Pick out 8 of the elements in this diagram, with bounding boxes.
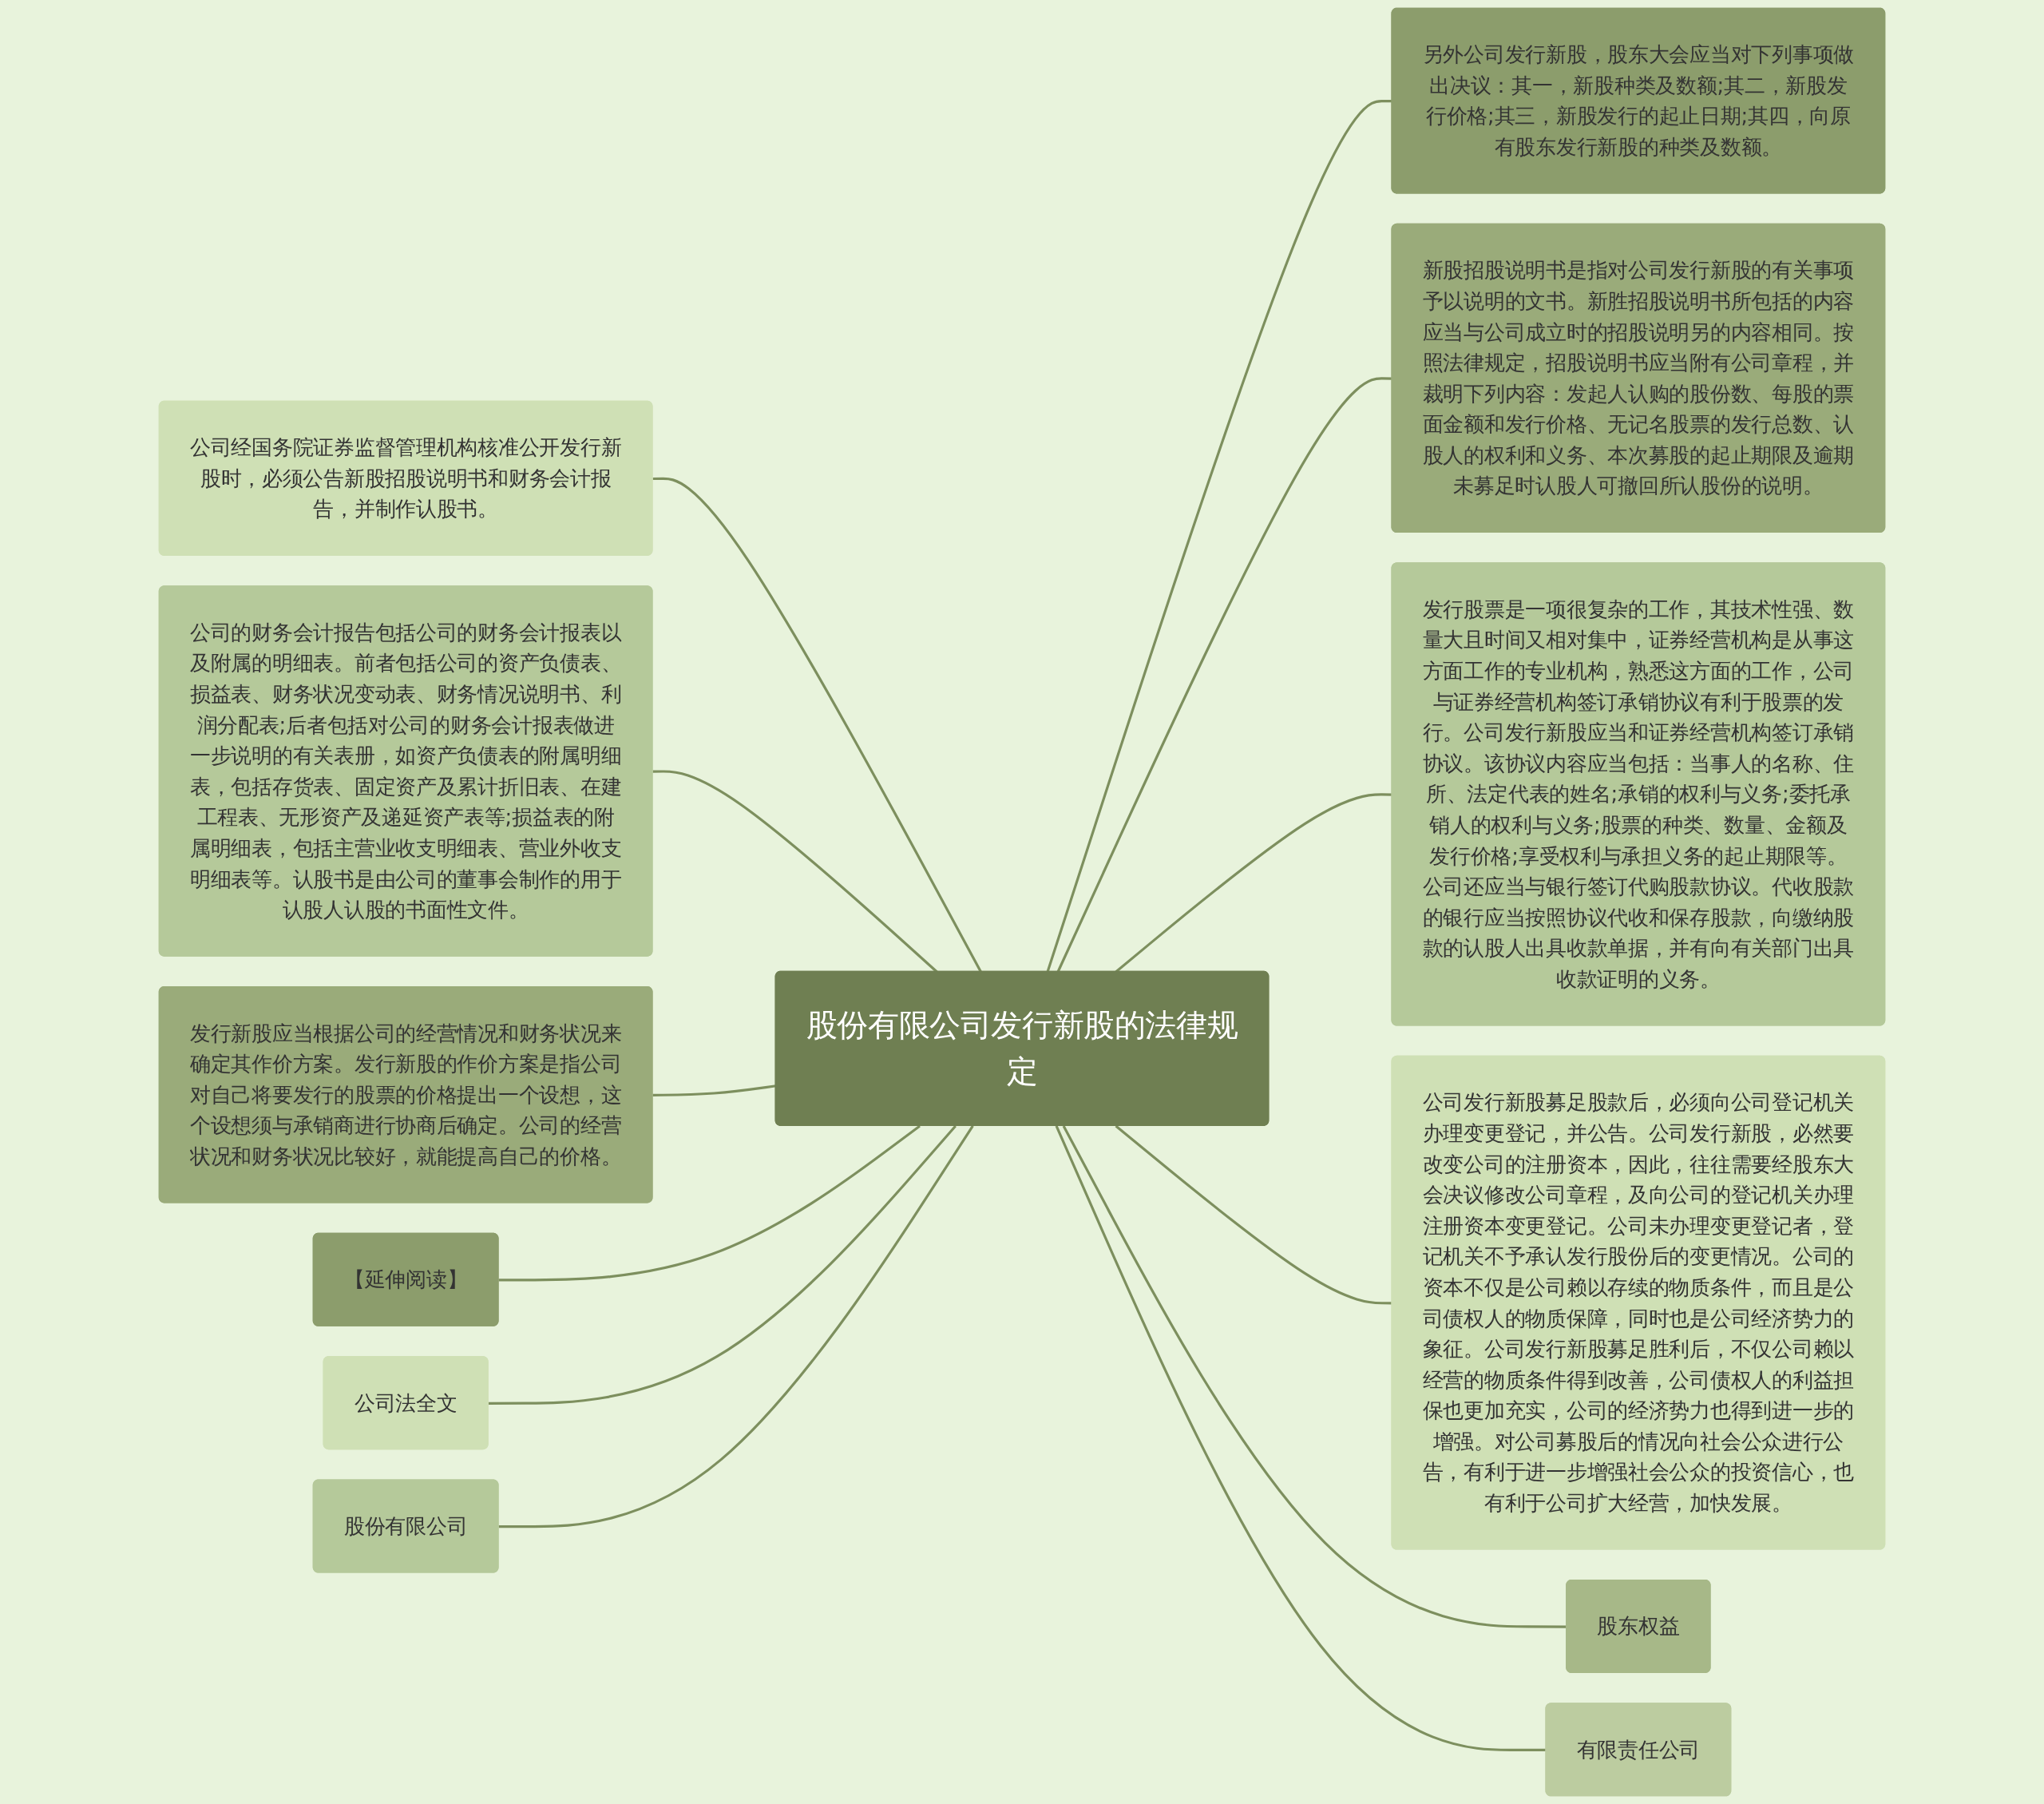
connector: [1046, 100, 1392, 973]
connector: [498, 1124, 921, 1282]
connector: [1056, 377, 1392, 973]
connector: [498, 1125, 974, 1528]
connector: [652, 477, 982, 973]
connector: [488, 1124, 957, 1405]
connector: [1115, 1124, 1392, 1305]
connector: [1055, 1125, 1547, 1752]
